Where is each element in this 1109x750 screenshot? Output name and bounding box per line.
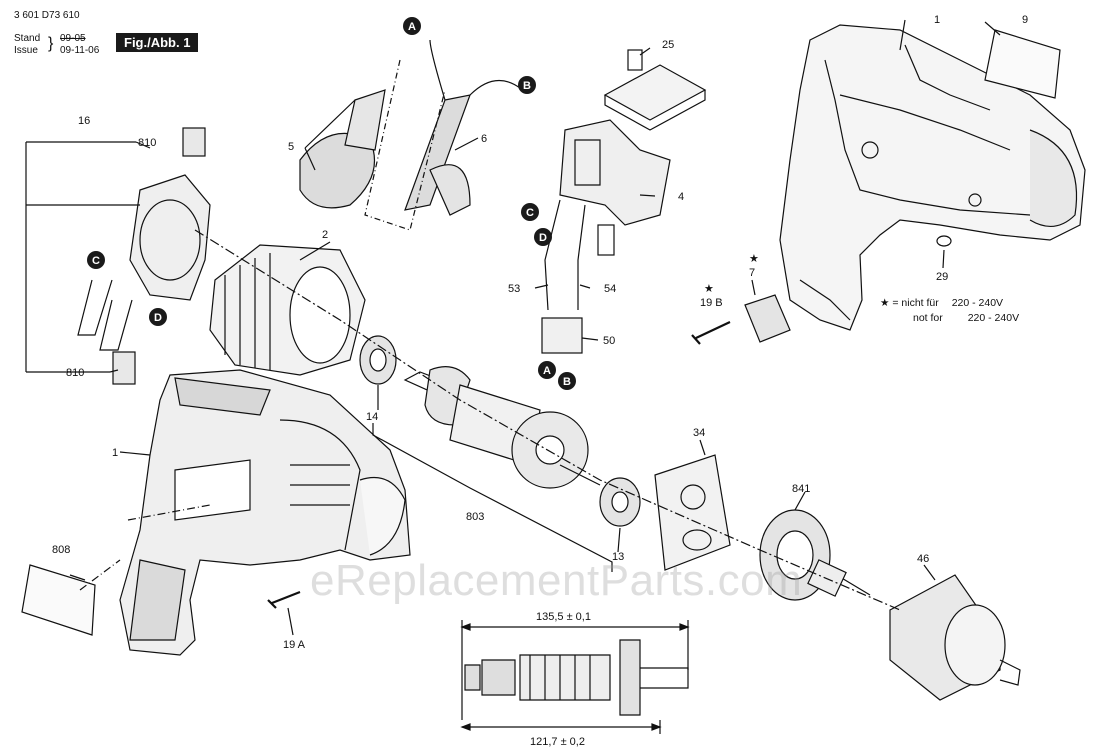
- part-label-810-bottom: 810: [66, 367, 84, 379]
- field-stator-drawing: [209, 244, 366, 376]
- part-label-803: 803: [466, 511, 484, 523]
- screw-19b: [691, 321, 731, 345]
- terminal-block-50: [541, 317, 583, 354]
- document-number: 3 601 D73 610: [14, 10, 80, 21]
- svg-text:A: A: [543, 365, 551, 377]
- part-label-810-top: 810: [138, 137, 156, 149]
- bearing-14-drawing: [359, 335, 397, 385]
- note-voltage-de: 220 - 240V: [951, 297, 1004, 309]
- brush-holder-assembly-drawing: [77, 127, 211, 385]
- connector-d-brush: D: [149, 308, 167, 326]
- switch-drawing: [559, 119, 671, 256]
- bracket-803: [372, 423, 613, 572]
- svg-text:B: B: [523, 80, 531, 92]
- armature-drawing: [403, 366, 601, 489]
- bracket-glyph: }: [48, 35, 54, 52]
- part-label-19b: 19 B: [700, 297, 723, 309]
- connector-c-switch: C: [521, 203, 539, 221]
- part-label-53: 53: [508, 283, 520, 295]
- brush-holder-drawing: [404, 39, 521, 216]
- switch-cover-drawing: [603, 49, 707, 131]
- part-label-14: 14: [366, 411, 378, 423]
- issue-label: Issue: [14, 45, 38, 56]
- part-label-13: 13: [612, 551, 624, 563]
- connector-c-brush: C: [87, 251, 105, 269]
- part-label-9: 9: [1022, 14, 1028, 26]
- voltage-note-line1: ★ = nicht für 220 - 240V: [880, 296, 1003, 310]
- svg-text:C: C: [526, 207, 534, 219]
- part-label-19a: 19 A: [283, 639, 306, 651]
- part-7-block: [744, 294, 791, 343]
- svg-text:B: B: [563, 376, 571, 388]
- label-plate-808: [21, 564, 96, 636]
- label-plate-9: [984, 29, 1061, 99]
- stand-value: 09-05: [60, 33, 86, 44]
- cable-54: [577, 204, 586, 310]
- part-label-6: 6: [481, 133, 487, 145]
- connector-d-switch: D: [534, 228, 552, 246]
- connector-a-terminal: A: [538, 361, 556, 379]
- star-icon-7: ★: [749, 253, 759, 265]
- connector-b-terminal: B: [558, 372, 576, 390]
- assembly-guide-line: [364, 59, 446, 231]
- voltage-note-line2: not for 220 - 240V: [913, 311, 1019, 325]
- part-label-808: 808: [52, 544, 70, 556]
- part-label-7: 7: [749, 267, 755, 279]
- note-text-de: nicht für: [901, 297, 939, 309]
- part-label-25: 25: [662, 39, 674, 51]
- star-icon-19b: ★: [704, 283, 714, 295]
- connector-b-top: B: [518, 76, 536, 94]
- part-label-34: 34: [693, 427, 705, 439]
- part-label-29: 29: [936, 271, 948, 283]
- carbon-brush-drawing: [299, 89, 386, 209]
- stand-label: Stand: [14, 33, 41, 44]
- dimension-top: 135,5 ± 0,1: [536, 611, 591, 623]
- svg-text:A: A: [408, 21, 416, 33]
- star-icon: ★: [880, 297, 890, 309]
- seal-ring-29: [936, 235, 952, 247]
- screw-19a: [267, 590, 301, 609]
- bearing-13-drawing: [599, 477, 641, 527]
- part-label-46: 46: [917, 553, 929, 565]
- gear-plate-drawing: [654, 454, 731, 571]
- part-label-841: 841: [792, 483, 810, 495]
- watermark: eReplacementParts.com: [310, 556, 803, 605]
- housing-half-drawing: [779, 24, 1086, 331]
- note-voltage-en: 220 - 240V: [967, 312, 1020, 324]
- cable-53: [544, 199, 561, 311]
- part-label-1-top: 1: [934, 14, 940, 26]
- drill-body-drawing: [119, 369, 411, 656]
- part-label-1-bottom: 1: [112, 447, 118, 459]
- part-label-5: 5: [288, 141, 294, 153]
- svg-text:D: D: [539, 232, 547, 244]
- part-label-50: 50: [603, 335, 615, 347]
- connector-a-top: A: [403, 17, 421, 35]
- issue-value: 09-11-06: [60, 45, 100, 56]
- note-eq: =: [892, 297, 899, 309]
- svg-text:C: C: [92, 255, 100, 267]
- armature-dimension-inset: [460, 620, 690, 734]
- part-label-4: 4: [678, 191, 684, 203]
- gear-drawing: [759, 509, 871, 601]
- figure-tag: Fig./Abb. 1: [116, 33, 199, 52]
- dimension-bottom: 121,7 ± 0,2: [530, 736, 585, 748]
- part-label-54: 54: [604, 283, 616, 295]
- svg-text:D: D: [154, 312, 162, 324]
- chuck-drawing: [889, 574, 1021, 701]
- part-label-2: 2: [322, 229, 328, 241]
- part-label-16: 16: [78, 115, 90, 127]
- note-text-en: not for: [913, 312, 943, 324]
- bracket-16: [25, 141, 140, 373]
